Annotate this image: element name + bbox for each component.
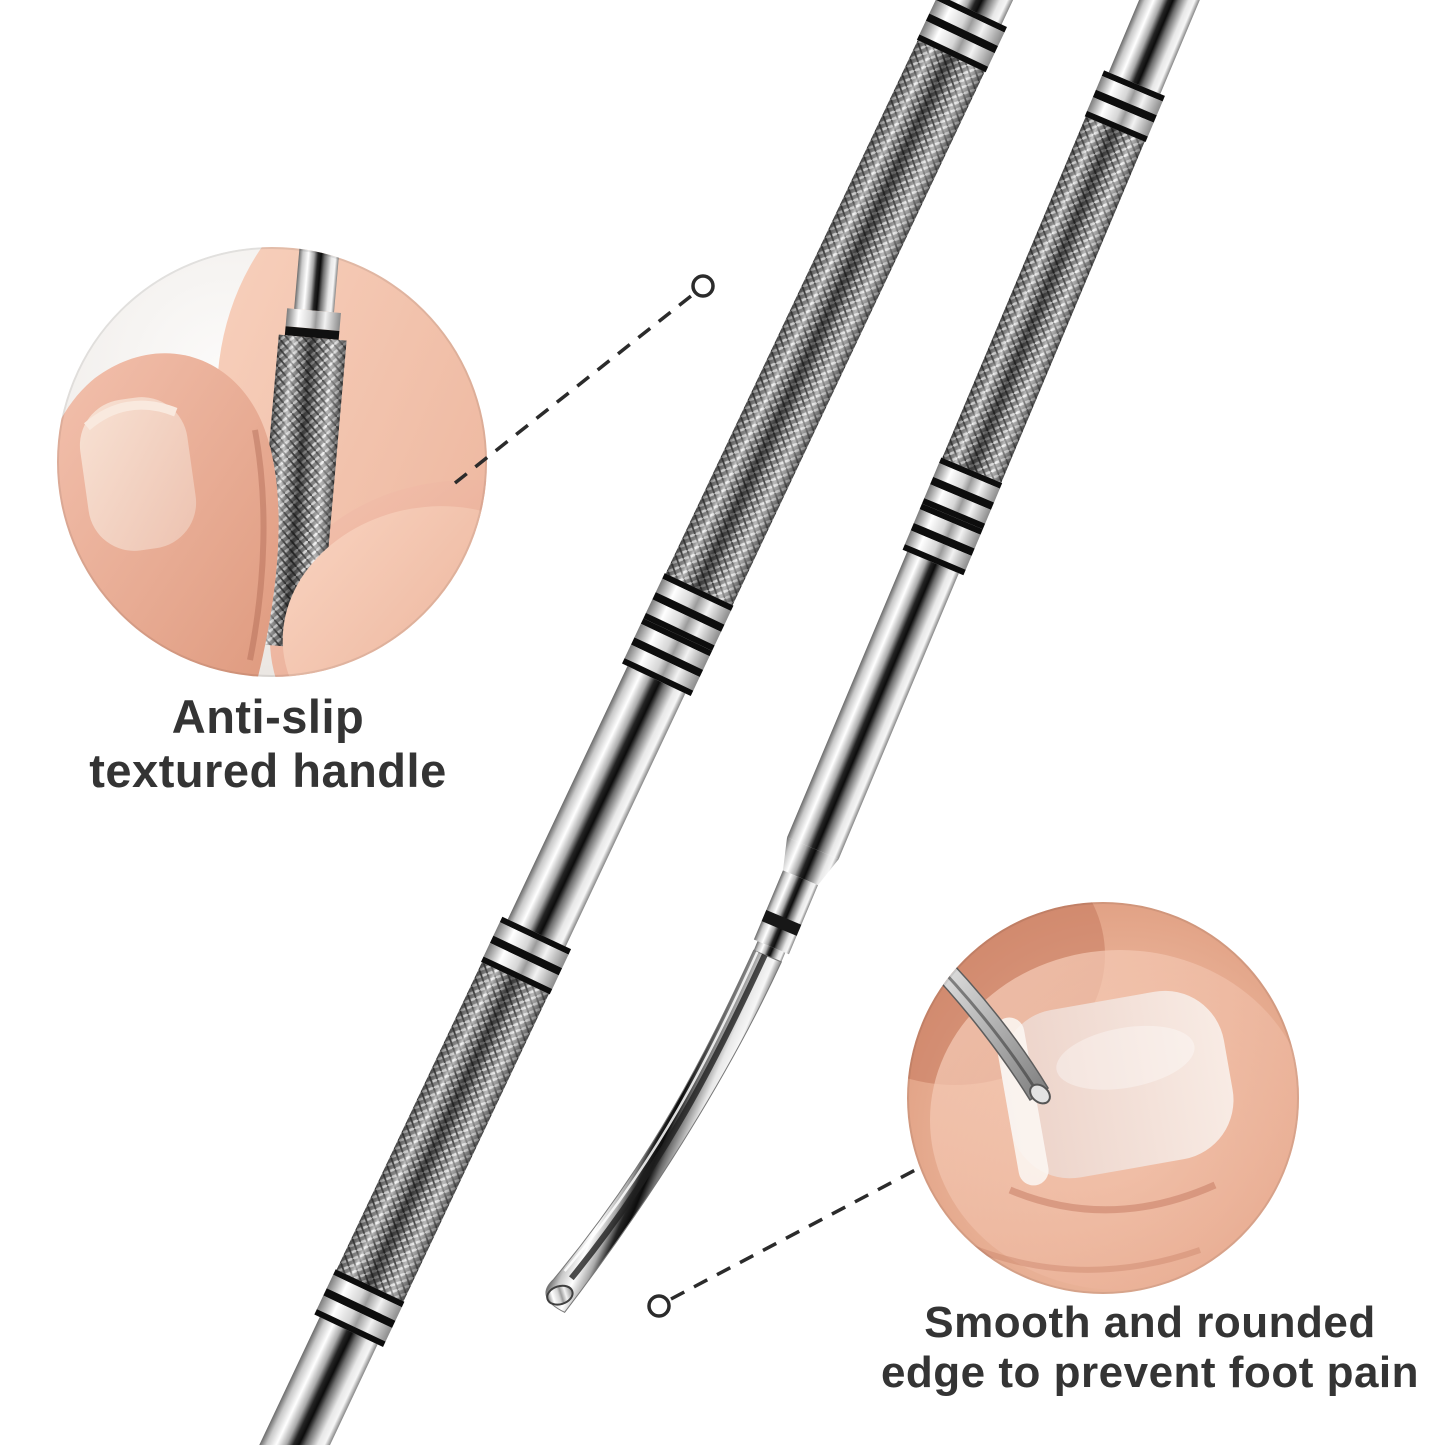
leader-line-handle bbox=[453, 294, 693, 485]
tool-curved-lifter bbox=[545, 0, 1238, 1313]
tool-shaft bbox=[507, 666, 686, 947]
callout-marker-top-icon bbox=[691, 274, 715, 298]
tool-shaft bbox=[1108, 0, 1238, 94]
thumbnail bbox=[79, 397, 197, 551]
annotation-tip bbox=[647, 1165, 922, 1318]
collet bbox=[753, 837, 839, 962]
tool-shaft bbox=[787, 551, 959, 860]
caption-line: Anti-slip bbox=[171, 690, 365, 743]
rounded-probe-tip bbox=[545, 949, 783, 1313]
knurled-grip-section bbox=[336, 40, 985, 1302]
knurled-grip-section bbox=[942, 116, 1145, 483]
caption-line: edge to prevent foot pain bbox=[880, 1348, 1420, 1398]
caption-smooth-edge: Smooth and rounded edge to prevent foot … bbox=[855, 1298, 1445, 1398]
annotation-handle bbox=[453, 274, 715, 485]
leader-line-tip bbox=[670, 1165, 922, 1301]
tool-straight-file bbox=[208, 0, 1049, 1445]
tool-shaft bbox=[208, 1317, 378, 1445]
callout-marker-bottom-icon bbox=[647, 1294, 671, 1318]
caption-line: Smooth and rounded bbox=[924, 1298, 1376, 1347]
caption-line: textured handle bbox=[89, 743, 447, 797]
inset-nail-lifting bbox=[907, 902, 1299, 1294]
toenail bbox=[994, 990, 1234, 1186]
caption-anti-slip-handle: Anti-slip textured handle bbox=[8, 690, 528, 797]
